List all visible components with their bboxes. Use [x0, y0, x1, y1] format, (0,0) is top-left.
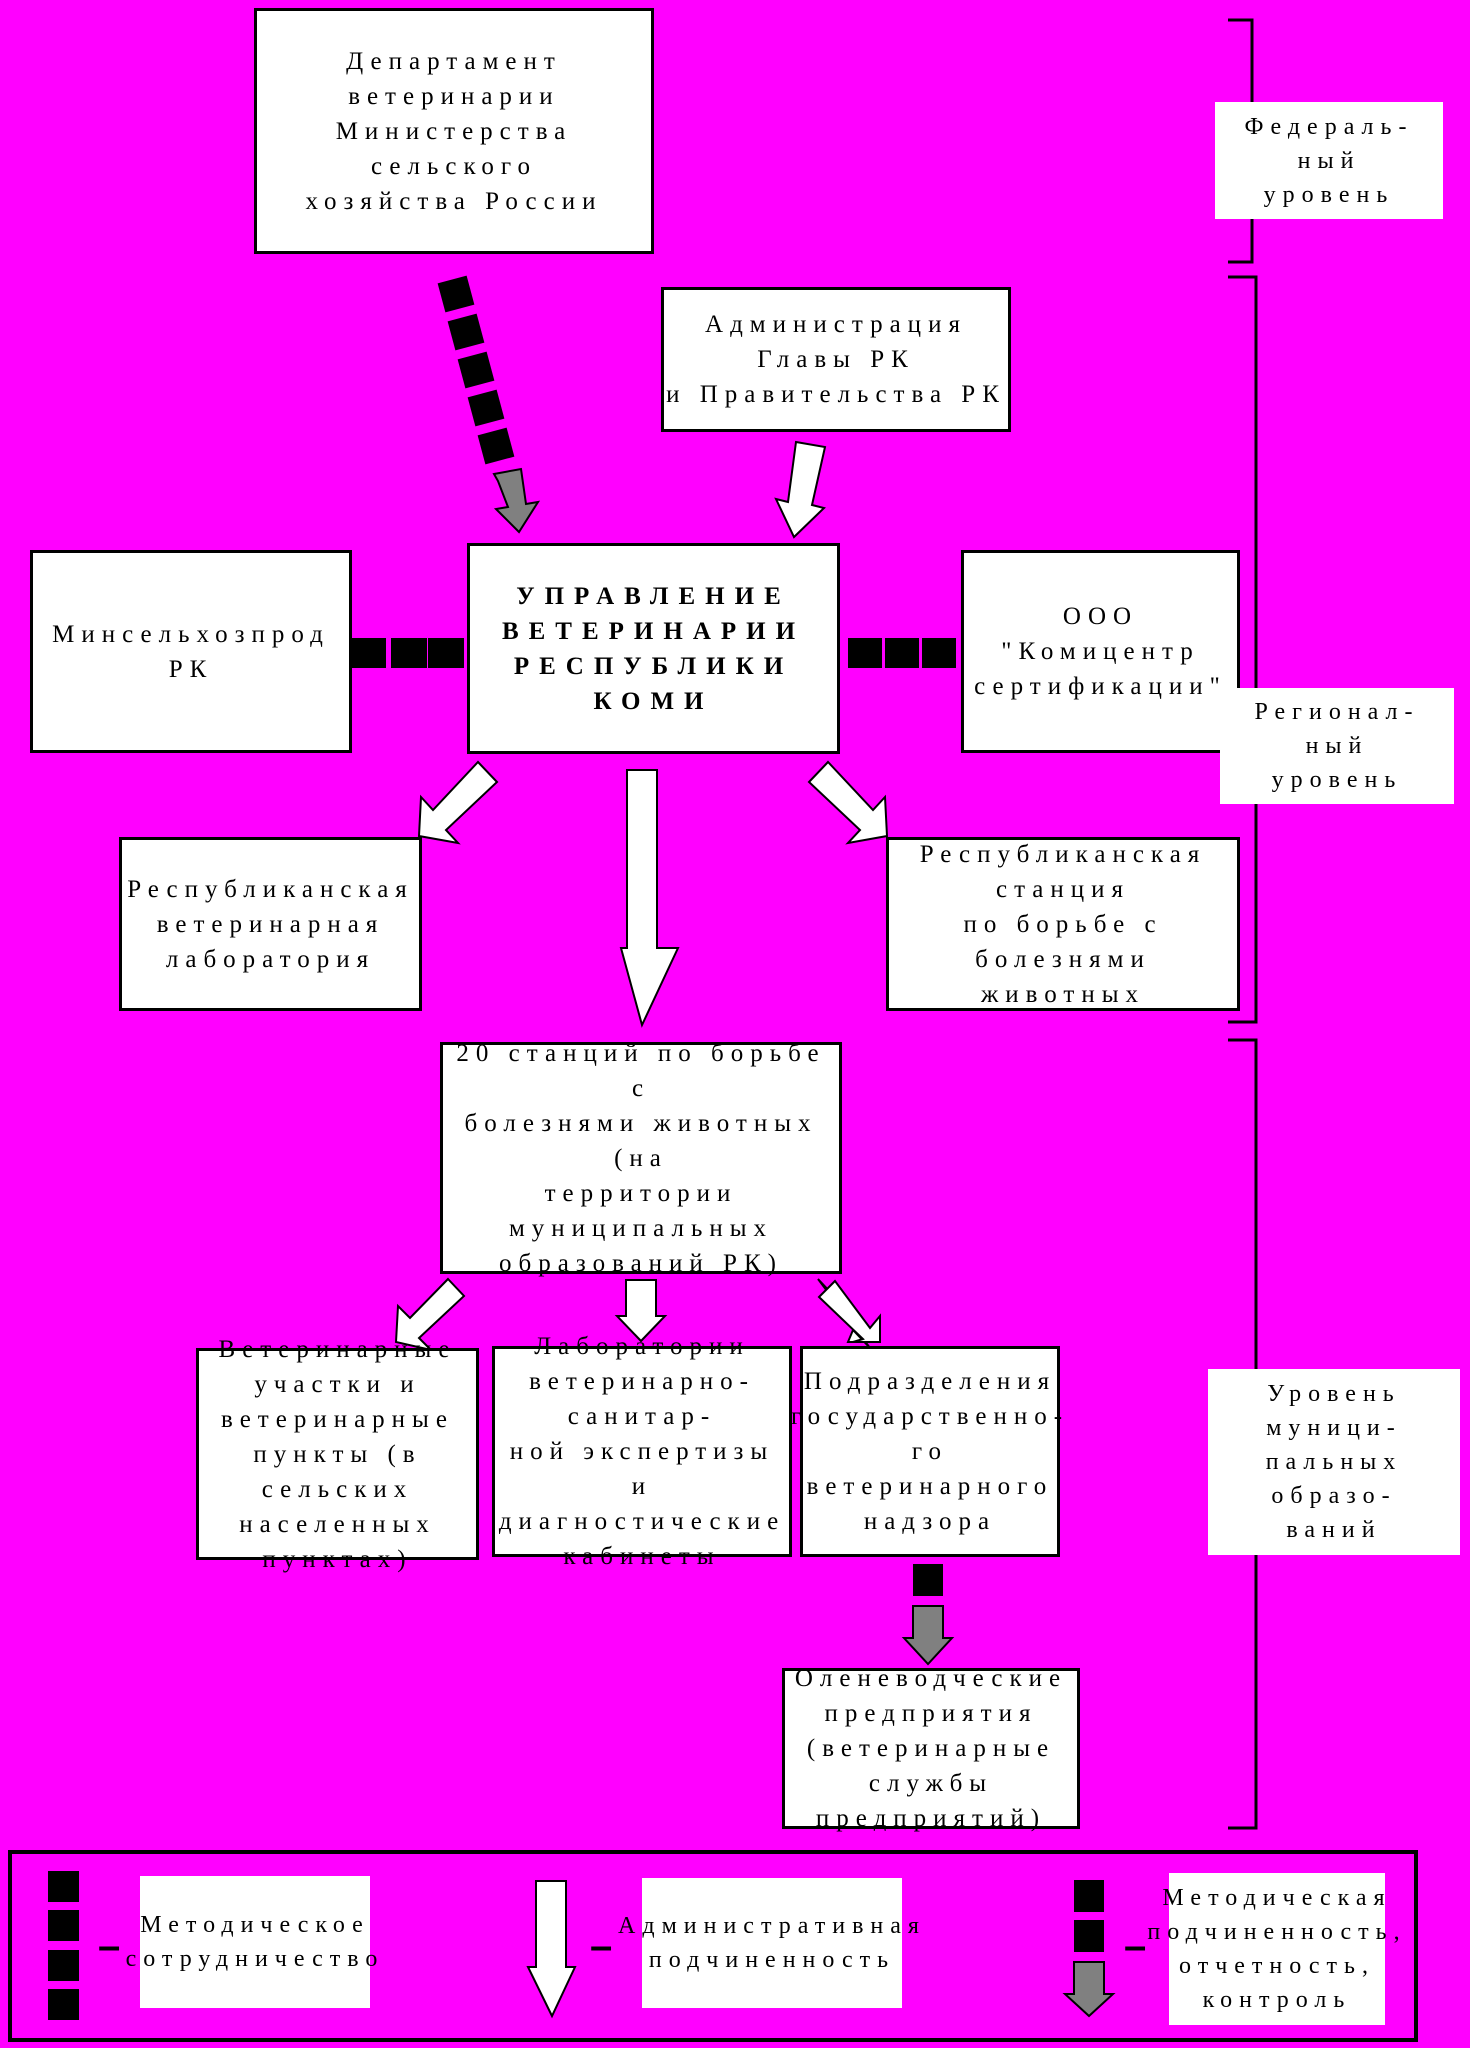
legend-dash-3: – [1124, 1924, 1147, 1968]
level-federal-text: Федераль- ный уровень [1244, 113, 1414, 208]
box-olen-text: Оленеводческие предприятия (ветеринарные… [794, 1665, 1068, 1832]
legend-methodical-squares [48, 1871, 79, 2020]
box-lab-text: Республиканская ветеринарная лаборатория [127, 875, 414, 973]
box-komicentr-text: ООО "Комицентр сертификации" [974, 603, 1227, 700]
box-uchastki-text: Ветеринарные участки и ветеринарные пунк… [218, 1335, 457, 1573]
box-station-text: Республиканская станция по борьбе с боле… [919, 840, 1207, 1008]
methodical-link-dept-main [437, 275, 515, 465]
reporting-arrow-dept-main [492, 467, 541, 534]
box-admin: Администрация Главы РК и Правительства Р… [661, 287, 1011, 432]
legend-frame [8, 1850, 1418, 2042]
legend-methodical-text: Методическое сотрудничество [125, 1912, 385, 1972]
admin-arrow-main-stations20 [619, 769, 680, 1028]
reporting-square-podrazd-olen [913, 1564, 943, 1596]
box-dept: Департамент ветеринарии Министерства сел… [254, 8, 654, 254]
level-municipal-text: Уровень муници- пальных образо- ваний [1265, 1381, 1403, 1543]
admin-arrow-main-station [807, 760, 889, 845]
level-federal: Федераль- ный уровень [1215, 102, 1443, 219]
methodical-link-minselhoz-main [350, 638, 464, 668]
level-regional: Регионал- ный уровень [1220, 688, 1454, 804]
box-dept-text: Департамент ветеринарии Министерства сел… [305, 47, 603, 215]
legend-reporting-text: Методическая подчиненность, отчетность, … [1147, 1885, 1407, 2013]
box-admin-text: Администрация Главы РК и Правительства Р… [666, 311, 1006, 408]
legend-reporting-label: Методическая подчиненность, отчетность, … [1147, 1873, 1400, 2025]
admin-arrow-stations20-podrazd-b [817, 1279, 881, 1343]
legend-reporting-arrow [1062, 1961, 1116, 2018]
legend-methodical-label: Методическое сотрудничество [126, 1876, 377, 2008]
legend-administrative-text: Административная подчиненность [618, 1913, 926, 1973]
admin-arrow-main-lab [417, 760, 499, 845]
box-stations20-text: 20 станций по борьбе с болезнями животны… [456, 1039, 826, 1277]
box-minselhoz-text: Минсельхозпрод РК [52, 620, 330, 683]
regional-bracket [1228, 275, 1258, 1024]
legend-reporting-squares [1074, 1880, 1104, 1952]
level-regional-text: Регионал- ный уровень [1254, 699, 1420, 793]
box-labs-vse: Лаборатории ветеринарно-санитар- ной экс… [492, 1333, 792, 1570]
legend-administrative-label: Административная подчиненность [618, 1878, 919, 2008]
box-podrazd-text: Подразделения государственно- го ветерин… [790, 1368, 1070, 1535]
box-labs-vse-text: Лаборатории ветеринарно-санитар- ной экс… [498, 1333, 786, 1570]
box-komicentr: ООО "Комицентр сертификации" [961, 550, 1240, 753]
box-stations20: 20 станций по борьбе с болезнями животны… [440, 1040, 842, 1277]
admin-arrow-stations20-labs [614, 1279, 668, 1343]
box-podrazd: Подразделения государственно- го ветерин… [791, 1346, 1062, 1557]
legend-admin-arrow [526, 1880, 577, 2019]
box-olen: Оленеводческие предприятия (ветеринарные… [782, 1665, 1080, 1832]
admin-arrow-admin-main [774, 440, 827, 539]
box-minselhoz: Минсельхозпрод РК [30, 550, 352, 753]
box-main: УПРАВЛЕНИЕ ВЕТЕРИНАРИИ РЕСПУБЛИКИ КОМИ [467, 543, 840, 754]
box-main-text: УПРАВЛЕНИЕ ВЕТЕРИНАРИИ РЕСПУБЛИКИ КОМИ [501, 582, 806, 715]
level-municipal: Уровень муници- пальных образо- ваний [1208, 1369, 1460, 1555]
box-station: Республиканская станция по борьбе с боле… [886, 837, 1240, 1011]
reporting-arrow-podrazd-olen [901, 1605, 955, 1666]
box-lab: Республиканская ветеринарная лаборатория [119, 837, 422, 1011]
legend-dash-1: – [98, 1924, 121, 1968]
admin-arrow-stations20-uchastki [394, 1277, 466, 1352]
methodical-link-main-komicentr [848, 638, 956, 668]
box-uchastki: Ветеринарные участки и ветеринарные пунк… [196, 1336, 479, 1573]
legend-dash-2: – [590, 1924, 613, 1968]
